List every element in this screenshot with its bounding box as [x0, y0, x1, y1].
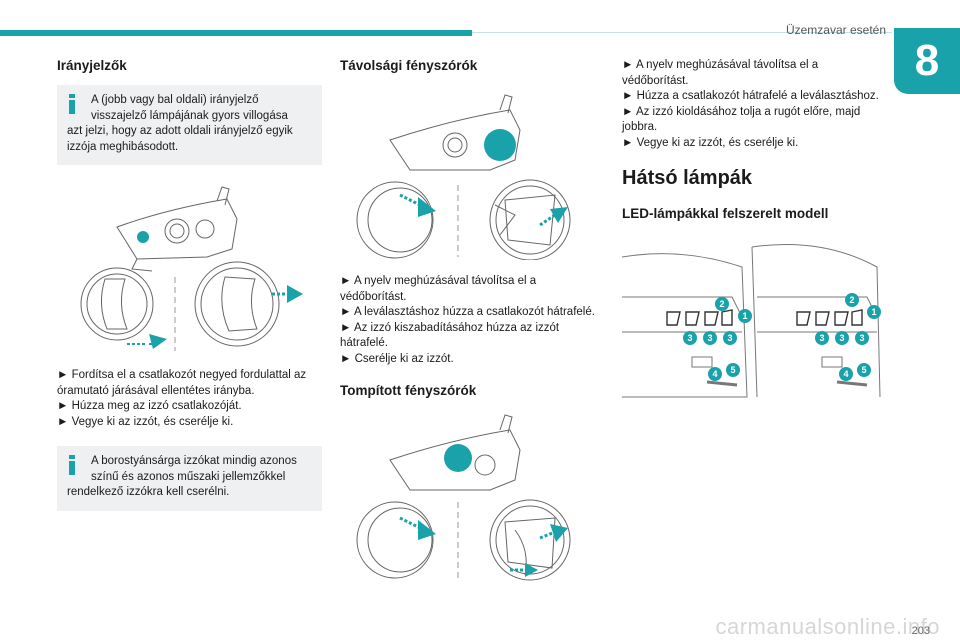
note-line-1: A borostyánsárga izzókat mindig azonos	[91, 455, 297, 467]
subheading-led-model: LED-lámpákkal felszerelt modell	[622, 206, 829, 221]
callout-3: 3	[859, 333, 864, 343]
callout-3: 3	[687, 333, 692, 343]
step-item: ► A nyelv meghúzásával távolítsa el a vé…	[622, 59, 819, 87]
step-item: ► Húzza a csatlakozót hátrafelé a levála…	[622, 90, 879, 102]
step-item: ► Húzza meg az izzó csatlakozóját.	[57, 400, 242, 412]
callout-1: 1	[742, 311, 747, 321]
step-item: ► Az izzó kiszabadításához húzza az izzó…	[340, 321, 560, 350]
header-accent-bar	[0, 30, 472, 36]
callout-3: 3	[819, 333, 824, 343]
section-heading-rear-lamps: Hátsó lámpák	[622, 167, 753, 189]
note-line-2: színű és azonos műszaki jellemzőkkel	[91, 470, 286, 483]
page-number: 203	[911, 625, 930, 637]
section-heading-high-beam: Távolsági fényszórók	[340, 58, 478, 73]
header-divider	[472, 32, 892, 33]
turn-signal-bulb-illustration	[80, 186, 303, 351]
note-text: azt jelzi, hogy az adott oldali irányjel…	[67, 125, 293, 153]
callout-2: 2	[849, 295, 854, 305]
column-rear-lamps: ► A nyelv meghúzásával távolítsa el a vé…	[622, 58, 887, 431]
note-line-1: A (jobb vagy bal oldali) irányjelző	[91, 94, 259, 106]
step-item: ► A leválasztáshoz húzza a csatlakozót h…	[340, 306, 595, 318]
turn-signal-steps: ► Fordítsa el a csatlakozót negyed fordu…	[57, 368, 322, 430]
callout-4: 4	[843, 369, 848, 379]
low-beam-steps: ► A nyelv meghúzásával távolítsa el a vé…	[622, 58, 887, 151]
column-headlamps: Távolsági fényszórók ► A nyelv meghúzásá…	[340, 58, 605, 599]
note-line-2: visszajelző lámpájának gyors villogása	[91, 109, 288, 122]
column-turn-signals: Irányjelzők A (jobb vagy bal oldali) irá…	[57, 58, 322, 525]
step-item: ► Az izzó kioldásához tolja a rugót előr…	[622, 105, 861, 134]
callout-2: 2	[719, 299, 724, 309]
callout-3: 3	[839, 333, 844, 343]
section-heading-low-beam: Tompított fényszórók	[340, 383, 477, 398]
callout-5: 5	[861, 365, 866, 375]
rear-lamp-diagram: 2 1 3 3 3 4 5 2 1 3 3 3 4 5	[622, 244, 881, 398]
info-icon	[69, 94, 75, 114]
chapter-number-badge: 8	[894, 28, 960, 94]
step-item: ► A nyelv meghúzásával távolítsa el a vé…	[340, 275, 537, 303]
callout-3: 3	[707, 333, 712, 343]
callout-5: 5	[730, 365, 735, 375]
note-text: rendelkező izzókra kell cserélni.	[67, 486, 230, 498]
step-item: ► Fordítsa el a csatlakozót negyed fordu…	[57, 369, 307, 397]
info-icon	[69, 455, 75, 475]
step-item: ► Vegye ki az izzót, és cserélje ki.	[622, 136, 799, 149]
info-note-box: A borostyánsárga izzókat mindig azonos s…	[57, 446, 322, 511]
info-note-box: A (jobb vagy bal oldali) irányjelző viss…	[57, 85, 322, 165]
callout-4: 4	[712, 369, 717, 379]
step-item: ► Cserélje ki az izzót.	[340, 352, 454, 365]
callout-3: 3	[727, 333, 732, 343]
watermark: carmanualsonline.info	[715, 614, 940, 639]
high-beam-steps: ► A nyelv meghúzásával távolítsa el a vé…	[340, 274, 605, 367]
section-heading-turn-signals: Irányjelzők	[57, 58, 127, 73]
step-item: ► Vegye ki az izzót, és cserélje ki.	[57, 415, 234, 428]
chapter-title: Üzemzavar esetén	[785, 23, 886, 37]
high-beam-bulb-illustration	[356, 94, 571, 260]
callout-1: 1	[871, 307, 876, 317]
low-beam-bulb-illustration	[356, 414, 571, 582]
